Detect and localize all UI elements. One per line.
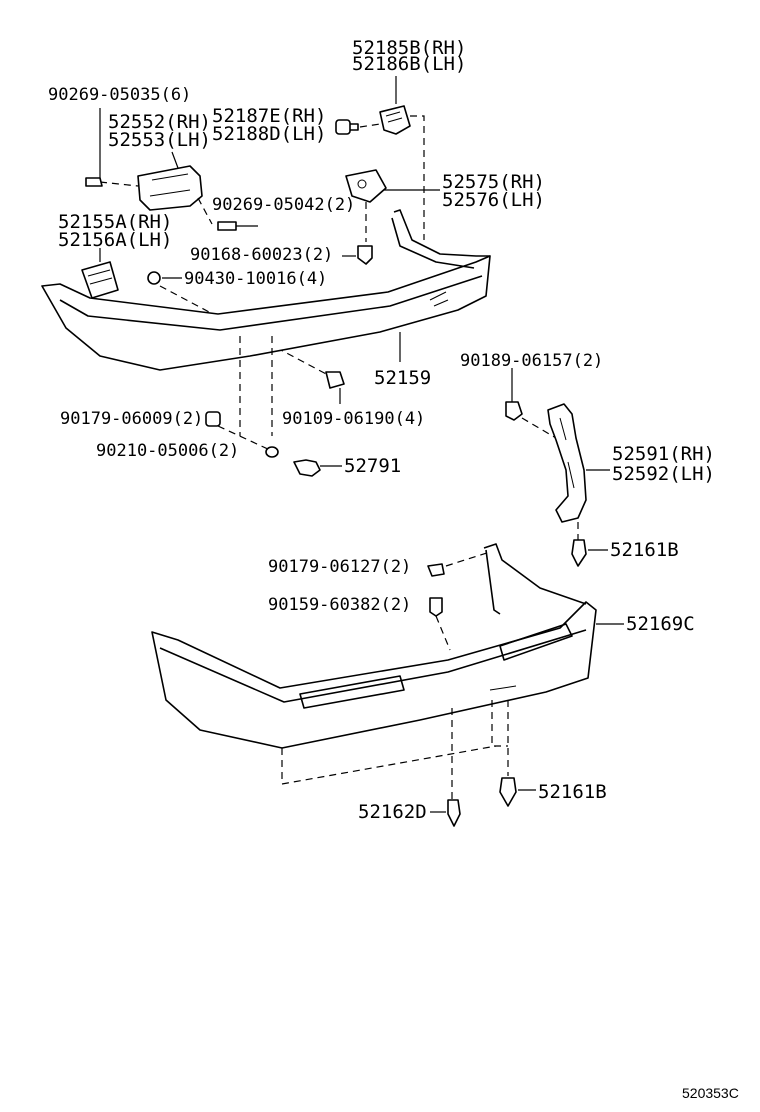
label-52187e: 52187E(RH) — [212, 105, 326, 127]
label-90430: 90430-10016(4) — [184, 269, 327, 289]
clip-90168 — [342, 245, 373, 265]
part-labels: 52185B(RH) 52186B(LH) 90269-05035(6) 525… — [48, 37, 739, 1101]
label-52156a: 52156A(LH) — [58, 229, 172, 251]
label-52576: 52576(LH) — [442, 189, 545, 211]
label-52552: 52552(RH) — [108, 111, 211, 133]
retainer-52155a — [81, 248, 119, 299]
label-52791: 52791 — [344, 455, 401, 477]
label-90168: 90168-60023(2) — [190, 245, 333, 265]
nut-90179-06009 — [205, 411, 271, 451]
label-90269-05035: 90269-05035(6) — [48, 85, 191, 105]
label-90159: 90159-60382(2) — [268, 595, 411, 615]
label-52188d: 52188D(LH) — [212, 123, 326, 145]
label-52186b: 52186B(LH) — [352, 53, 466, 75]
bolt-52791 — [293, 459, 342, 477]
screw-90269-05042 — [217, 221, 258, 231]
bracket-52185b — [379, 76, 411, 135]
screw-90269-05035 — [85, 108, 103, 187]
label-52159: 52159 — [374, 367, 431, 389]
bolt-90109 — [325, 371, 345, 404]
screw-90159 — [429, 597, 451, 651]
clip-52187e — [335, 115, 425, 240]
clip-52161b-top — [571, 539, 608, 567]
label-52592: 52592(LH) — [612, 463, 715, 485]
label-52161b-bottom: 52161B — [538, 781, 607, 803]
label-52185b: 52185B(RH) — [352, 37, 466, 59]
side-bracket-52591 — [547, 403, 610, 544]
label-90109: 90109-06190(4) — [282, 409, 425, 429]
bracket-52552 — [99, 151, 213, 225]
clip-52161b-bottom — [499, 777, 536, 807]
clip-52162d — [430, 799, 461, 827]
label-52161b-top: 52161B — [610, 539, 679, 561]
label-90179-06009: 90179-06009(2) — [60, 409, 203, 429]
clip-90189 — [505, 368, 557, 439]
diagram-code: 520353C — [682, 1085, 739, 1101]
label-90269-05042: 90269-05042(2) — [212, 195, 355, 215]
bumper-cover-52169c — [151, 543, 624, 800]
label-52553: 52553(LH) — [108, 129, 211, 151]
label-52162d: 52162D — [358, 801, 427, 823]
label-52575: 52575(RH) — [442, 171, 545, 193]
label-52169c: 52169C — [626, 613, 695, 635]
label-52591: 52591(RH) — [612, 443, 715, 465]
reinforcement-52159 — [41, 209, 491, 436]
nut-90179-06127 — [427, 551, 491, 577]
washer-90210 — [265, 446, 279, 458]
label-52155a: 52155A(RH) — [58, 211, 172, 233]
label-90179-06127: 90179-06127(2) — [268, 557, 411, 577]
label-90210: 90210-05006(2) — [96, 441, 239, 461]
bracket-52575 — [345, 169, 440, 242]
label-90189: 90189-06157(2) — [460, 351, 603, 371]
